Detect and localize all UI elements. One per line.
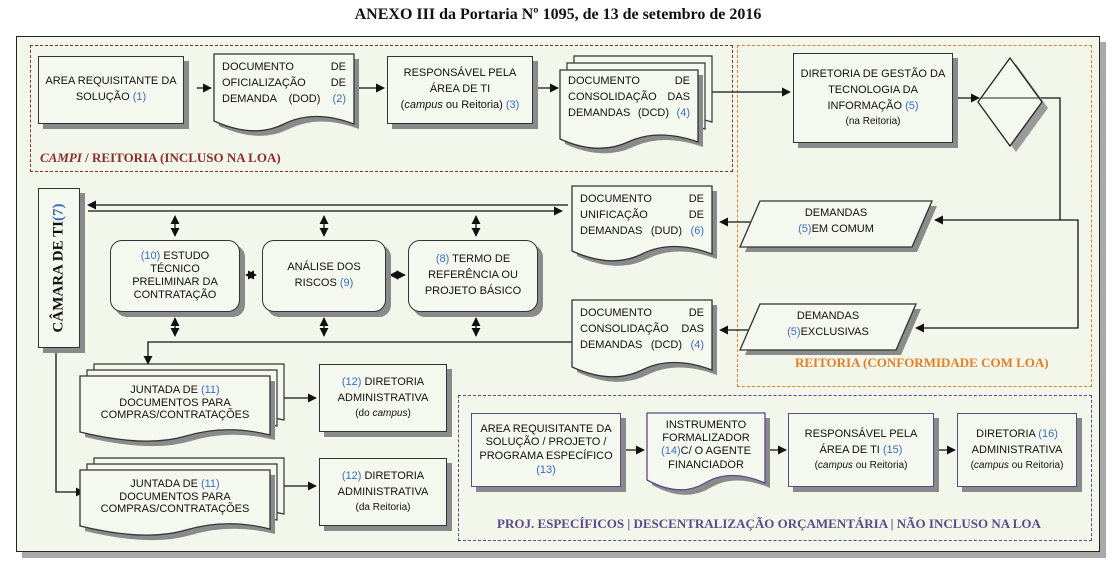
region-reitoria xyxy=(737,45,1092,387)
responsavel-ti-box: RESPONSÁVEL PELA ÁREA DE TI(campus ou Re… xyxy=(387,56,533,124)
region-proj-label: PROJ. ESPECÍFICOS | DESCENTRALIZAÇÃO ORÇ… xyxy=(497,516,1041,531)
responsavel-ti-projeto-box: RESPONSÁVEL PELA ÁREA DE TI (15)(campus … xyxy=(788,413,934,487)
decision-diamond xyxy=(977,56,1048,152)
page-title: ANEXO III da Portaria Nº 1095, de 13 de … xyxy=(354,6,762,23)
estudo-tecnico-box: (10) ESTUDO TÉCNICO PRELIMINAR DA CONTRA… xyxy=(110,240,240,312)
termo-referencia-box: (8) TERMO DE REFERÊNCIA OU PROJETO BÁSIC… xyxy=(408,240,538,312)
region-proj xyxy=(458,395,1092,541)
juntada-documentos-reitoria: JUNTADA DE (11)DOCUMENTOS PARA COMPRAS/C… xyxy=(79,457,285,541)
juntada-documentos-campus: JUNTADA DE (11)DOCUMENTOS PARA COMPRAS/C… xyxy=(79,363,285,447)
dcd-document-top: DOCUMENTO DE CONSOLIDAÇÃO DAS DEMANDAS (… xyxy=(559,55,713,154)
camara-ti-box: CÂMARA DE TI(7) xyxy=(38,188,80,348)
analise-riscos-box: ANÁLISE DOS RISCOS (9) xyxy=(262,240,386,312)
region-campi xyxy=(30,45,733,172)
dud-document: DOCUMENTO DE UNIFICAÇÃO DE DEMANDAS (DUD… xyxy=(571,185,717,266)
region-reitoria-label: REITORIA (CONFORMIDADE COM LOA) xyxy=(795,355,1049,370)
diretoria-administrativa-reitoria: (12) DIRETORIA ADMINISTRATIVA(da Reitori… xyxy=(319,458,447,526)
instrumento-formalizador-document: INSTRUMENTO FORMALIZADOR (14)C/ O AGENTE… xyxy=(646,412,770,495)
diretoria-administrativa-projeto-box: DIRETORIA (16) ADMINISTRATIVA(campus ou … xyxy=(957,413,1077,487)
dod-document: DOCUMENTO DE OFICIALIZAÇÃO DE DEMANDA (D… xyxy=(213,53,359,136)
diretoria-ti-box: DIRETORIA DE GESTÃO DA TECNOLOGIA DA INF… xyxy=(793,53,953,143)
region-campi-label: CAMPI / REITORIA (INCLUSO NA LOA) xyxy=(40,150,281,165)
demandas-comum-box: DEMANDAS(5)EM COMUM xyxy=(739,200,937,252)
demandas-exclusivas-box: DEMANDAS(5)EXCLUSIVAS xyxy=(739,303,921,355)
dcd-document-mid: DOCUMENTO DE CONSOLIDAÇÃO DAS DEMANDAS (… xyxy=(571,299,717,382)
diretoria-administrativa-campus: (12) DIRETORIA ADMINISTRATIVA(do campus) xyxy=(319,364,447,432)
area-requisitante-box: AREA REQUISITANTE DA SOLUÇÃO (1) xyxy=(38,56,184,124)
area-requisitante-projeto-box: AREA REQUISITANTE DA SOLUÇÃO / PROJETO /… xyxy=(471,413,621,487)
